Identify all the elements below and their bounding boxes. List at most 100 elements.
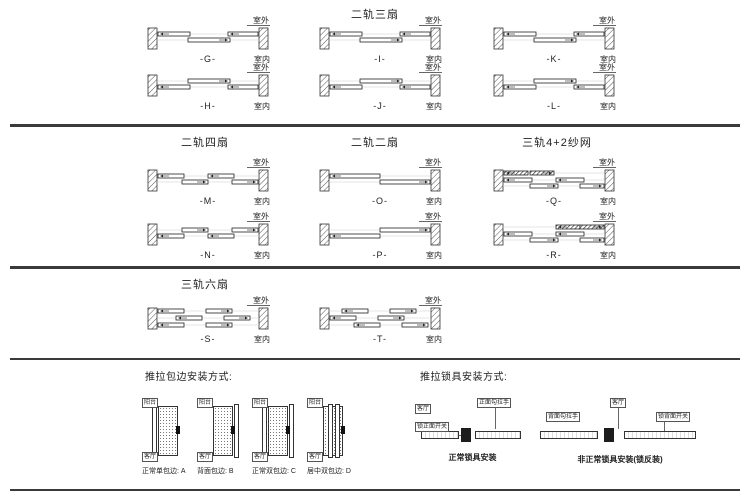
door-schematic bbox=[319, 169, 441, 192]
diagram-code: -G- bbox=[200, 54, 216, 64]
diagram-code: -K- bbox=[546, 54, 562, 64]
leader-line bbox=[495, 407, 496, 429]
diagram-L: 室外 -L- 室内 bbox=[492, 63, 616, 113]
outdoor-label: 室外 bbox=[593, 212, 616, 222]
edge-figure-C: 阳台 客厅 正常双包边: C bbox=[252, 398, 306, 476]
section-title-2track-2panel: 二轨二扇 bbox=[351, 137, 399, 149]
door-leaf bbox=[323, 406, 343, 456]
lock-block bbox=[341, 426, 345, 434]
door-schematic bbox=[319, 27, 441, 50]
door-leaf bbox=[268, 406, 288, 456]
lock-block bbox=[286, 426, 290, 434]
outdoor-label: 室外 bbox=[419, 212, 442, 222]
outdoor-label: 室外 bbox=[247, 63, 270, 73]
diagram-P: 室外 -P- 室内 bbox=[318, 212, 442, 262]
outdoor-label: 室外 bbox=[593, 16, 616, 26]
lock-caption: 正常锁具安装 bbox=[448, 453, 497, 462]
front-switch-label: 锁正面开关 bbox=[415, 422, 450, 432]
living-room-label: 客厅 bbox=[610, 398, 627, 408]
lock-figure-normal: 客厅 正面勾拉手 锁正面开关 正常锁具安装 bbox=[415, 398, 530, 468]
diagram-code: -I- bbox=[374, 54, 386, 64]
diagram-code: -P- bbox=[372, 250, 388, 260]
outdoor-label: 室外 bbox=[247, 296, 270, 306]
balcony-label: 阳台 bbox=[142, 398, 159, 408]
door-schematic bbox=[319, 223, 441, 246]
diagram-code: -T- bbox=[373, 334, 387, 344]
edge-caption: 背面包边: B bbox=[197, 468, 234, 475]
lock-caption: 非正常锁具安装(锁反装) bbox=[577, 455, 663, 464]
door-schematic bbox=[319, 307, 441, 330]
diagram-O: 室外 -O- 室内 bbox=[318, 158, 442, 208]
section-title-3track-6panel: 三轨六扇 bbox=[181, 279, 229, 291]
leader-line bbox=[664, 421, 665, 431]
wrap-bar bbox=[328, 404, 333, 458]
outdoor-label: 室外 bbox=[593, 63, 616, 73]
outdoor-label: 室外 bbox=[247, 158, 270, 168]
indoor-label: 室内 bbox=[426, 197, 442, 206]
lock-block bbox=[604, 428, 614, 442]
indoor-label: 室内 bbox=[600, 55, 616, 64]
indoor-label: 室内 bbox=[254, 251, 270, 260]
indoor-label: 室内 bbox=[600, 102, 616, 111]
door-schematic bbox=[147, 74, 269, 97]
outdoor-label: 室外 bbox=[419, 16, 442, 26]
section-divider bbox=[10, 266, 740, 269]
diagram-code: -O- bbox=[372, 196, 388, 206]
front-handle-label: 正面勾拉手 bbox=[477, 398, 512, 408]
living-room-label: 客厅 bbox=[142, 452, 159, 462]
section-divider bbox=[10, 124, 740, 127]
diagram-R: 室外 -R- 室内 bbox=[492, 212, 616, 262]
diagram-H: 室外 -H- 室内 bbox=[146, 63, 270, 113]
indoor-label: 室内 bbox=[254, 197, 270, 206]
wrap-bar bbox=[335, 404, 340, 458]
diagram-G: 室外 -G- 室内 bbox=[146, 16, 270, 66]
section-title-2track-4panel: 二轨四扇 bbox=[181, 137, 229, 149]
diagram-code: -L- bbox=[547, 101, 561, 111]
indoor-label: 室内 bbox=[426, 251, 442, 260]
outdoor-label: 室外 bbox=[593, 158, 616, 168]
door-schematic bbox=[147, 307, 269, 330]
indoor-label: 室内 bbox=[600, 251, 616, 260]
diagram-code: -Q- bbox=[546, 196, 562, 206]
door-leaf bbox=[213, 406, 233, 456]
living-room-label: 客厅 bbox=[252, 452, 269, 462]
diagram-code: -N- bbox=[200, 250, 216, 260]
door-rail bbox=[624, 431, 696, 439]
living-room-label: 客厅 bbox=[307, 452, 324, 462]
edge-caption: 正常单包边: A bbox=[142, 468, 186, 475]
edge-caption: 正常双包边: C bbox=[252, 468, 296, 475]
edge-figure-A: 阳台 客厅 正常单包边: A bbox=[142, 398, 196, 476]
lock-block bbox=[461, 428, 471, 442]
door-schematic bbox=[493, 27, 615, 50]
diagram-N: 室外 -N- 室内 bbox=[146, 212, 270, 262]
lock-block bbox=[231, 426, 235, 434]
outdoor-label: 室外 bbox=[419, 296, 442, 306]
leader-line bbox=[618, 407, 619, 429]
door-schematic bbox=[147, 223, 269, 246]
section-title-3track-screen: 三轨4+2纱网 bbox=[522, 137, 592, 149]
outdoor-label: 室外 bbox=[419, 158, 442, 168]
wrap-bar bbox=[262, 404, 267, 458]
diagram-code: -H- bbox=[200, 101, 216, 111]
outdoor-label: 室外 bbox=[419, 63, 442, 73]
living-room-label: 客厅 bbox=[415, 404, 432, 414]
diagram-S: 室外 -S- 室内 bbox=[146, 296, 270, 346]
back-switch-label: 锁背面开关 bbox=[656, 412, 691, 422]
indoor-label: 室内 bbox=[600, 197, 616, 206]
edge-door-figure: 阳台 客厅 bbox=[197, 398, 251, 462]
door-schematic bbox=[147, 169, 269, 192]
lock-figure-reversed: 背面勾拉手 客厅 锁背面开关 非正常锁具安装(锁反装) bbox=[536, 398, 704, 470]
lock-block bbox=[176, 426, 180, 434]
door-leaf bbox=[158, 406, 178, 456]
door-schematic bbox=[493, 223, 615, 246]
door-schematic bbox=[319, 74, 441, 97]
diagram-Q: 室外 -Q- 室内 bbox=[492, 158, 616, 208]
edge-install-title: 推拉包边安装方式: bbox=[145, 372, 233, 383]
back-handle-label: 背面勾拉手 bbox=[546, 412, 581, 422]
door-rail bbox=[421, 431, 459, 439]
indoor-label: 室内 bbox=[426, 55, 442, 64]
diagram-code: -M- bbox=[199, 196, 217, 206]
door-schematic bbox=[147, 27, 269, 50]
door-schematic bbox=[493, 169, 615, 192]
